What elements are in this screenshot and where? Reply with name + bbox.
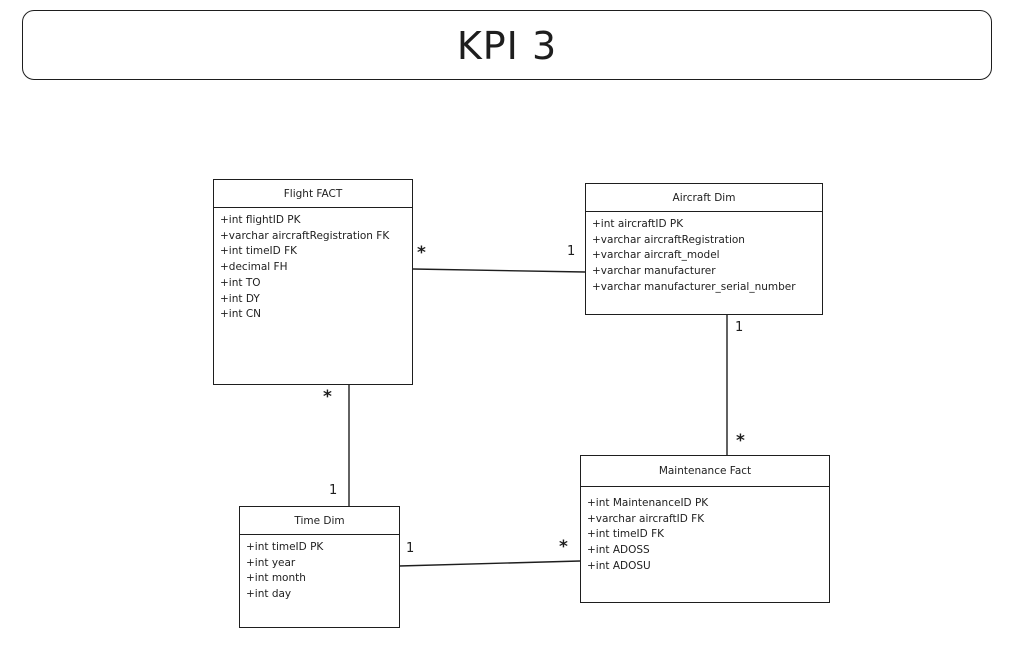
entity-header: Maintenance Fact <box>581 456 829 487</box>
attribute: +int ADOSS <box>587 544 650 557</box>
attribute: +varchar manufacturer <box>592 265 716 278</box>
attribute-list: +int MaintenanceID PK +varchar aircraftI… <box>581 487 829 575</box>
attribute-list: +int flightID PK +varchar aircraftRegist… <box>214 208 412 323</box>
attribute: +varchar aircraftID FK <box>587 512 705 525</box>
line-flight-aircraft <box>412 268 586 273</box>
attribute: +int year <box>246 556 296 569</box>
entity-aircraft-dim[interactable]: Aircraft Dim +int aircraftID PK +varchar… <box>585 183 823 315</box>
attribute: +int ADOSU <box>587 559 651 572</box>
entity-header: Flight FACT <box>214 180 412 208</box>
attribute: +int aircraftID PK <box>592 218 684 230</box>
multiplicity-flight-time-from: * <box>323 387 332 407</box>
attribute: +int flightID PK <box>220 214 301 226</box>
attribute: +int day <box>246 588 292 601</box>
attribute: +varchar aircraft_model <box>592 249 720 262</box>
entity-time-dim[interactable]: Time Dim +int timeID PK +int year +int m… <box>239 506 400 628</box>
attribute: +int timeID FK <box>587 528 664 541</box>
entity-header: Time Dim <box>240 507 399 535</box>
attribute: +varchar manufacturer_serial_number <box>592 280 796 293</box>
attribute: +int DY <box>220 292 260 305</box>
multiplicity-aircraft-maintenance-to: * <box>736 431 745 451</box>
entity-flight-fact[interactable]: Flight FACT +int flightID PK +varchar ai… <box>213 179 413 385</box>
attribute: +varchar aircraftRegistration <box>592 233 745 246</box>
entity-maintenance-fact[interactable]: Maintenance Fact +int MaintenanceID PK +… <box>580 455 830 603</box>
multiplicity-flight-aircraft-from: * <box>417 243 426 263</box>
diagram-title: KPI 3 <box>456 24 558 68</box>
attribute: +int timeID FK <box>220 245 297 258</box>
title-box: KPI 3 <box>22 10 992 80</box>
entity-header: Aircraft Dim <box>586 184 822 212</box>
attribute: +varchar aircraftRegistration FK <box>220 229 390 242</box>
multiplicity-flight-aircraft-to: 1 <box>567 244 576 259</box>
attribute: +int timeID PK <box>246 541 324 553</box>
attribute: +int CN <box>220 308 262 321</box>
attribute: +int TO <box>220 276 261 289</box>
attribute: +decimal FH <box>220 261 288 274</box>
multiplicity-time-maintenance-from: 1 <box>406 541 415 556</box>
multiplicity-flight-time-to: 1 <box>329 483 338 498</box>
attribute-list: +int aircraftID PK +varchar aircraftRegi… <box>586 212 822 296</box>
attribute: +int month <box>246 572 306 585</box>
multiplicity-aircraft-maintenance-from: 1 <box>735 320 744 335</box>
multiplicity-time-maintenance-to: * <box>559 537 568 557</box>
line-time-maintenance <box>398 560 581 567</box>
attribute-list: +int timeID PK +int year +int month +int… <box>240 535 399 603</box>
attribute: +int MaintenanceID PK <box>587 497 709 509</box>
